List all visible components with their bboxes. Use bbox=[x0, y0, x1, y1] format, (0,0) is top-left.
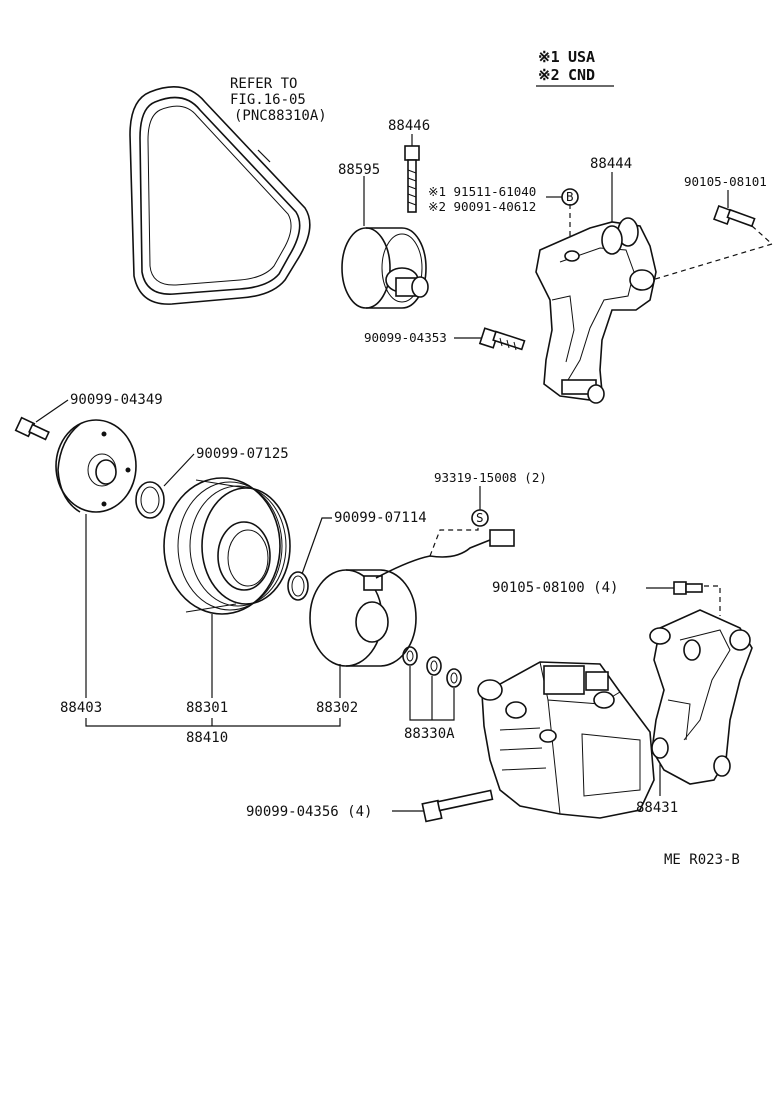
callout-b: B bbox=[566, 189, 574, 204]
label-88431: 88431 bbox=[636, 800, 678, 816]
label-90099-04349: 90099-04349 bbox=[70, 392, 163, 408]
label-90099-04356: 90099-04356 (4) bbox=[246, 804, 372, 820]
label-88410: 88410 bbox=[186, 730, 228, 746]
bolt-90105-08100: 90105-08100 (4) bbox=[492, 580, 721, 616]
legend-item-2-text: CND bbox=[568, 66, 595, 84]
bolt-90105-08101: 90105-08101 bbox=[651, 174, 773, 281]
legend: ※1 USA ※2 CND bbox=[536, 48, 614, 87]
snap-ring-90099-07125: 90099-07125 bbox=[135, 446, 289, 519]
figure-code: ME R023-B bbox=[664, 852, 740, 868]
label-88330A: 88330A bbox=[404, 726, 455, 742]
legend-item-1-mark: ※1 bbox=[538, 48, 560, 66]
compressor bbox=[477, 661, 655, 819]
bolt-88446: 88446 bbox=[388, 118, 430, 213]
callout-s-circle bbox=[471, 509, 489, 527]
refer-note: REFER TO FIG.16-05 (PNC88310A) bbox=[230, 76, 327, 124]
label-88446: 88446 bbox=[388, 118, 430, 134]
label-90105-08100: 90105-08100 (4) bbox=[492, 580, 618, 596]
clutch-hub-88403: 88403 bbox=[55, 419, 137, 716]
field-coil-88302: 88302 bbox=[309, 518, 515, 716]
bracket-88431: 88431 bbox=[636, 609, 753, 816]
label-90099-04353: 90099-04353 bbox=[364, 330, 447, 345]
label-88301: 88301 bbox=[186, 700, 228, 716]
legend-item-2-mark: ※2 bbox=[538, 66, 560, 84]
label-bolt-alt-1: ※1 91511-61040 bbox=[428, 184, 536, 199]
label-88302: 88302 bbox=[316, 700, 358, 716]
drive-belt bbox=[129, 86, 311, 305]
bracket-88444: 88444 bbox=[535, 156, 657, 404]
screw-93319-15008: 93319-15008 (2) S bbox=[434, 470, 547, 527]
callout-s: S bbox=[476, 510, 484, 525]
bolt-90099-04353: 90099-04353 bbox=[364, 327, 526, 351]
bolt-alternates: ※1 91511-61040 ※2 90091-40612 B bbox=[428, 184, 579, 214]
label-90099-07125: 90099-07125 bbox=[196, 446, 289, 462]
label-90105-08101: 90105-08101 bbox=[684, 174, 767, 189]
label-88444: 88444 bbox=[590, 156, 632, 172]
bolt-90099-04356: 90099-04356 (4) bbox=[246, 789, 494, 823]
label-88403: 88403 bbox=[60, 700, 102, 716]
refer-line-2: FIG.16-05 bbox=[230, 92, 306, 108]
shims-88330A: 88330A bbox=[402, 646, 462, 742]
refer-line-3: (PNC88310A) bbox=[234, 108, 327, 124]
belt-leader bbox=[257, 149, 271, 163]
bolt-90099-04349: 90099-04349 bbox=[14, 392, 163, 441]
label-93319-15008: 93319-15008 (2) bbox=[434, 470, 547, 485]
label-90099-07114: 90099-07114 bbox=[334, 510, 427, 526]
idler-pulley: 88595 bbox=[338, 162, 429, 309]
snap-ring-90099-07114: 90099-07114 bbox=[287, 510, 427, 601]
legend-item-1-text: USA bbox=[568, 48, 595, 66]
pulley-88301: 88301 bbox=[163, 477, 291, 716]
label-bolt-alt-2: ※2 90091-40612 bbox=[428, 199, 536, 214]
group-88410: 88410 bbox=[85, 718, 341, 746]
refer-line-1: REFER TO bbox=[230, 76, 297, 92]
label-88595: 88595 bbox=[338, 162, 380, 178]
